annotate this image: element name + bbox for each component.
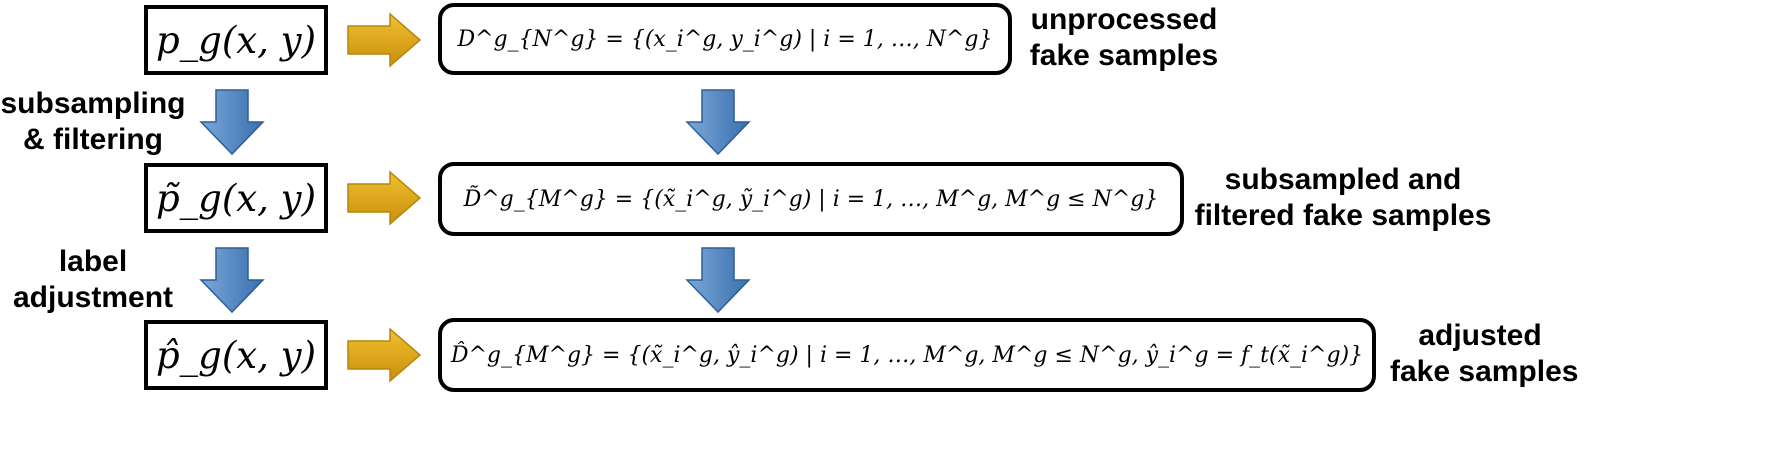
dataset-formula: D̂^g_{M^g} = {(x̃_i^g, ŷ_i^g) | i = 1, …… [450, 342, 1364, 368]
distribution-box-filtered: p̃_g(x, y) [144, 163, 328, 233]
distribution-formula: p̂_g(x, y) [155, 333, 317, 377]
down-arrow-left-1 [199, 89, 265, 156]
right-arrow-3 [347, 327, 422, 383]
right-arrow-1 [347, 12, 422, 68]
description-line: filtered fake samples [1194, 199, 1492, 232]
description-filtered: subsampled and filtered fake samples [1190, 162, 1496, 234]
step-label-adjustment: label adjustment [0, 244, 186, 316]
right-arrow-2 [347, 170, 422, 226]
step-label-line: adjustment [12, 281, 174, 314]
distribution-box-original: p_g(x, y) [144, 5, 328, 75]
dataset-box-unprocessed: D^g_{N^g} = {(x_i^g, y_i^g) | i = 1, …, … [438, 3, 1012, 75]
description-line: adjusted [1418, 319, 1542, 352]
dataset-box-adjusted: D̂^g_{M^g} = {(x̃_i^g, ŷ_i^g) | i = 1, …… [438, 318, 1376, 392]
description-unprocessed: unprocessed fake samples [1024, 2, 1224, 74]
description-line: subsampled and [1224, 163, 1462, 196]
description-line: fake samples [1029, 39, 1219, 72]
step-label-line: label [58, 245, 128, 278]
step-label-line: & filtering [23, 123, 163, 156]
step-label-subsampling: subsampling & filtering [0, 86, 186, 158]
description-line: unprocessed [1030, 3, 1218, 36]
description-adjusted: adjusted fake samples [1390, 318, 1579, 390]
dataset-box-filtered: D̃^g_{M^g} = {(x̃_i^g, ỹ_i^g) | i = 1, …… [438, 162, 1184, 236]
distribution-formula: p̃_g(x, y) [155, 176, 317, 220]
down-arrow-right-2 [685, 247, 751, 314]
description-line: fake samples [1390, 355, 1579, 388]
step-label-line: subsampling [0, 87, 186, 120]
down-arrow-left-2 [199, 247, 265, 314]
distribution-box-adjusted: p̂_g(x, y) [144, 320, 328, 390]
dataset-formula: D̃^g_{M^g} = {(x̃_i^g, ỹ_i^g) | i = 1, …… [463, 186, 1159, 212]
down-arrow-right-1 [685, 89, 751, 156]
distribution-formula: p_g(x, y) [155, 18, 317, 62]
dataset-formula: D^g_{N^g} = {(x_i^g, y_i^g) | i = 1, …, … [457, 26, 993, 52]
